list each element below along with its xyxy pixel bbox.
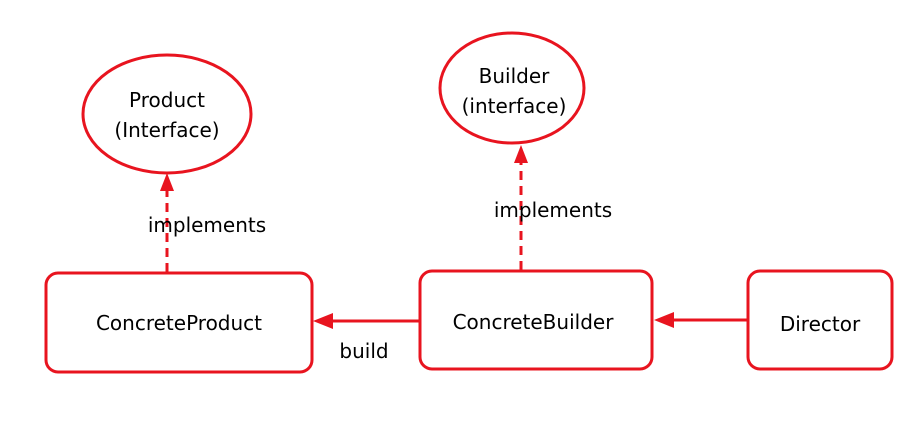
product-interface-node: Product (Interface) xyxy=(81,53,253,175)
builder-interface-title: Builder xyxy=(479,64,551,88)
product-interface-subtitle: (Interface) xyxy=(114,118,219,142)
builder-implements-label: implements xyxy=(494,198,612,222)
concrete-product-node: ConcreteProduct xyxy=(44,271,314,374)
product-implements-edge: implements xyxy=(148,173,266,272)
product-interface-title: Product xyxy=(129,88,205,112)
product-implements-label: implements xyxy=(148,213,266,237)
concrete-builder-label: ConcreteBuilder xyxy=(453,310,615,334)
concrete-product-label: ConcreteProduct xyxy=(96,311,262,335)
director-node: Director xyxy=(746,269,894,371)
build-label: build xyxy=(339,339,388,363)
build-edge: build xyxy=(313,313,419,363)
builder-implements-edge: implements xyxy=(494,145,612,270)
director-to-builder-arrowhead xyxy=(654,312,674,328)
concrete-builder-node: ConcreteBuilder xyxy=(418,269,654,371)
builder-interface-subtitle: (interface) xyxy=(462,94,567,118)
builder-interface-node: Builder (interface) xyxy=(438,31,586,145)
director-label: Director xyxy=(780,312,861,336)
director-to-builder-edge xyxy=(654,312,747,328)
product-implements-arrowhead xyxy=(160,173,174,191)
builder-implements-arrowhead xyxy=(514,145,528,163)
build-arrowhead xyxy=(313,313,333,329)
